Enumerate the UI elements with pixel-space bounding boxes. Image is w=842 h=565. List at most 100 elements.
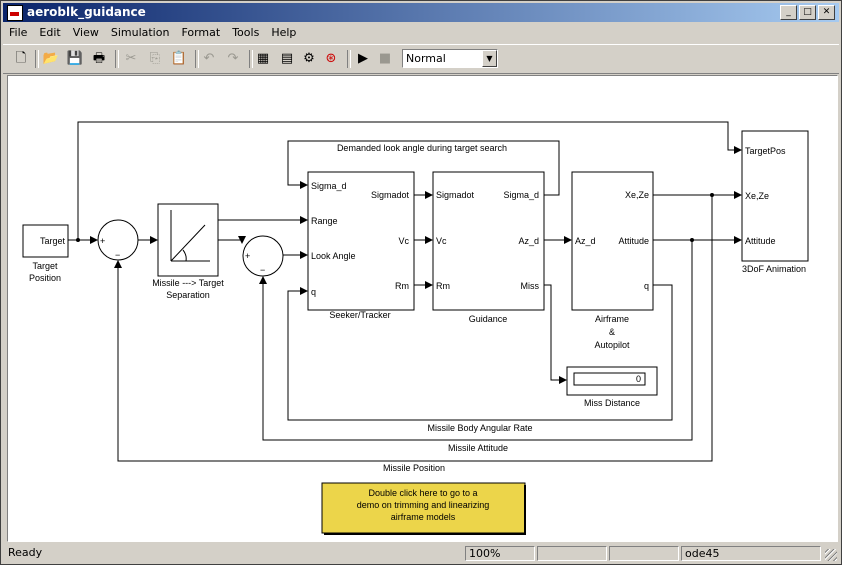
guidance-output-miss: Miss [521, 281, 540, 291]
menu-tools[interactable]: Tools [232, 26, 260, 39]
seeker-tracker-block[interactable]: Sigma_d Range Look Angle q Sigmadot Vc R… [307, 171, 415, 320]
new-model-icon[interactable]: 🗋 [15, 51, 27, 66]
title-bar: aeroblk_guidance _ □ ✕ [3, 3, 839, 22]
status-state: Ready [8, 546, 43, 559]
airframe-caption-line-1: Airframe [595, 314, 629, 324]
window-title: aeroblk_guidance [27, 5, 146, 19]
separation-block[interactable]: Missile ---> Target Separation [152, 203, 224, 300]
close-button[interactable]: ✕ [818, 5, 835, 20]
note-background [321, 482, 526, 534]
copy-icon[interactable]: ⎘ [149, 51, 161, 66]
menu-view[interactable]: View [72, 26, 99, 39]
status-zoom: 100% [465, 546, 535, 561]
trim-demo-note[interactable]: Double click here to go to a demo on tri… [321, 482, 526, 535]
seeker-input-q: q [311, 287, 316, 297]
guidance-block[interactable]: Sigmadot Vc Rm Sigma_d Az_d Miss Guidanc… [432, 171, 545, 324]
redo-icon[interactable]: ↷ [227, 51, 239, 66]
airframe-input-az-d: Az_d [575, 236, 596, 246]
undo-icon[interactable]: ↶ [203, 51, 215, 66]
block-diagram: Target Target Position + − Missile ---> … [22, 121, 809, 535]
seeker-output-vc: Vc [398, 236, 409, 246]
separation-caption-line-2: Separation [166, 290, 210, 300]
simulink-model-icon [7, 5, 23, 21]
sum2-plus-sign: + [245, 251, 250, 261]
airframe-output-q: q [644, 281, 649, 291]
guidance-output-az-d: Az_d [518, 236, 539, 246]
target-caption-line-1: Target [32, 261, 58, 271]
guidance-input-sigmadot: Sigmadot [436, 190, 475, 200]
menu-bar: File Edit View Simulation Format Tools H… [3, 23, 839, 42]
chevron-down-icon[interactable]: ▼ [482, 50, 497, 67]
miss-distance-value: 0 [636, 374, 641, 384]
menu-format[interactable]: Format [181, 26, 221, 39]
simulation-mode-select[interactable]: Normal ▼ [402, 49, 498, 68]
sum-block-1[interactable]: + − [97, 219, 139, 261]
airframe-caption-line-2: & [609, 327, 615, 337]
separation-caption-line-1: Missile ---> Target [152, 278, 224, 288]
seeker-caption: Seeker/Tracker [329, 310, 390, 320]
menu-file[interactable]: File [9, 26, 28, 39]
guidance-caption: Guidance [469, 314, 508, 324]
target-position-block[interactable]: Target Target Position [22, 224, 69, 283]
status-bar: Ready 100% ode45 [3, 545, 839, 563]
maximize-button[interactable]: □ [799, 5, 816, 20]
debugger-icon[interactable]: ⚙ [303, 51, 315, 66]
target-block-label: Target [40, 236, 66, 246]
sum1-minus-sign: − [115, 250, 120, 260]
resize-grip[interactable] [825, 549, 837, 561]
miss-distance-display[interactable]: 0 Miss Distance [566, 366, 658, 408]
animation-caption: 3DoF Animation [742, 264, 806, 274]
sum2-minus-sign: − [260, 265, 265, 275]
simulation-mode-value: Normal [406, 52, 446, 65]
menu-help[interactable]: Help [271, 26, 297, 39]
note-line-2: demo on trimming and linearizing [357, 500, 490, 510]
signal-label-attitude: Missile Attitude [448, 443, 508, 453]
status-empty-2 [609, 546, 679, 561]
model-explorer-icon[interactable]: ▤ [280, 51, 294, 66]
airframe-autopilot-block[interactable]: Az_d Xe,Ze Attitude q Airframe & Autopil… [571, 171, 654, 350]
airframe-caption-line-3: Autopilot [594, 340, 630, 350]
status-empty-1 [537, 546, 607, 561]
target-caption-line-2: Position [29, 273, 61, 283]
print-icon[interactable]: 🖶 [92, 51, 106, 66]
guidance-output-sigma-d: Sigma_d [503, 190, 539, 200]
seeker-output-rm: Rm [395, 281, 409, 291]
branch-point-target [76, 238, 80, 242]
guidance-input-vc: Vc [436, 236, 447, 246]
signal-label-look-angle: Demanded look angle during target search [337, 143, 507, 153]
save-icon[interactable]: 💾 [66, 51, 84, 66]
animation-input-targetpos: TargetPos [745, 146, 786, 156]
note-line-1: Double click here to go to a [368, 488, 477, 498]
sum-block-2[interactable]: + − [242, 235, 284, 277]
model-canvas[interactable]: Target Target Position + − Missile ---> … [7, 75, 838, 542]
seeker-output-sigmadot: Sigmadot [371, 190, 410, 200]
menu-simulation[interactable]: Simulation [110, 26, 170, 39]
animation-input-xe-ze: Xe,Ze [745, 191, 769, 201]
status-solver: ode45 [681, 546, 821, 561]
build-icon[interactable]: ⊛ [325, 51, 337, 66]
signal-label-body-rate: Missile Body Angular Rate [427, 423, 532, 433]
miss-distance-caption: Miss Distance [584, 398, 640, 408]
seeker-input-sigma-d: Sigma_d [311, 181, 347, 191]
3dof-animation-block[interactable]: TargetPos Xe,Ze Attitude 3DoF Animation [741, 130, 809, 274]
signal-lines [68, 121, 742, 462]
seeker-input-look-angle: Look Angle [311, 251, 356, 261]
airframe-output-xe-ze: Xe,Ze [625, 190, 649, 200]
airframe-output-attitude: Attitude [618, 236, 649, 246]
menu-edit[interactable]: Edit [39, 26, 61, 39]
toolbar: 🗋 📂 💾 🖶 ✂ ⎘ 📋 ↶ ↷ ▦ ▤ ⚙ ⊛ ▶ ■ Normal ▼ [3, 44, 839, 74]
paste-icon[interactable]: 📋 [170, 51, 188, 66]
minimize-button[interactable]: _ [780, 5, 797, 20]
branch-point-position [710, 193, 714, 197]
sum1-plus-sign: + [100, 236, 105, 246]
signal-label-position: Missile Position [383, 463, 445, 473]
library-browser-icon[interactable]: ▦ [256, 51, 270, 66]
animation-input-attitude: Attitude [745, 236, 776, 246]
open-folder-icon[interactable]: 📂 [42, 51, 60, 66]
note-line-3: airframe models [391, 512, 456, 522]
cut-icon[interactable]: ✂ [125, 51, 137, 66]
branch-point-attitude [690, 238, 694, 242]
start-simulation-icon[interactable]: ▶ [358, 51, 368, 66]
stop-simulation-icon[interactable]: ■ [378, 51, 392, 66]
